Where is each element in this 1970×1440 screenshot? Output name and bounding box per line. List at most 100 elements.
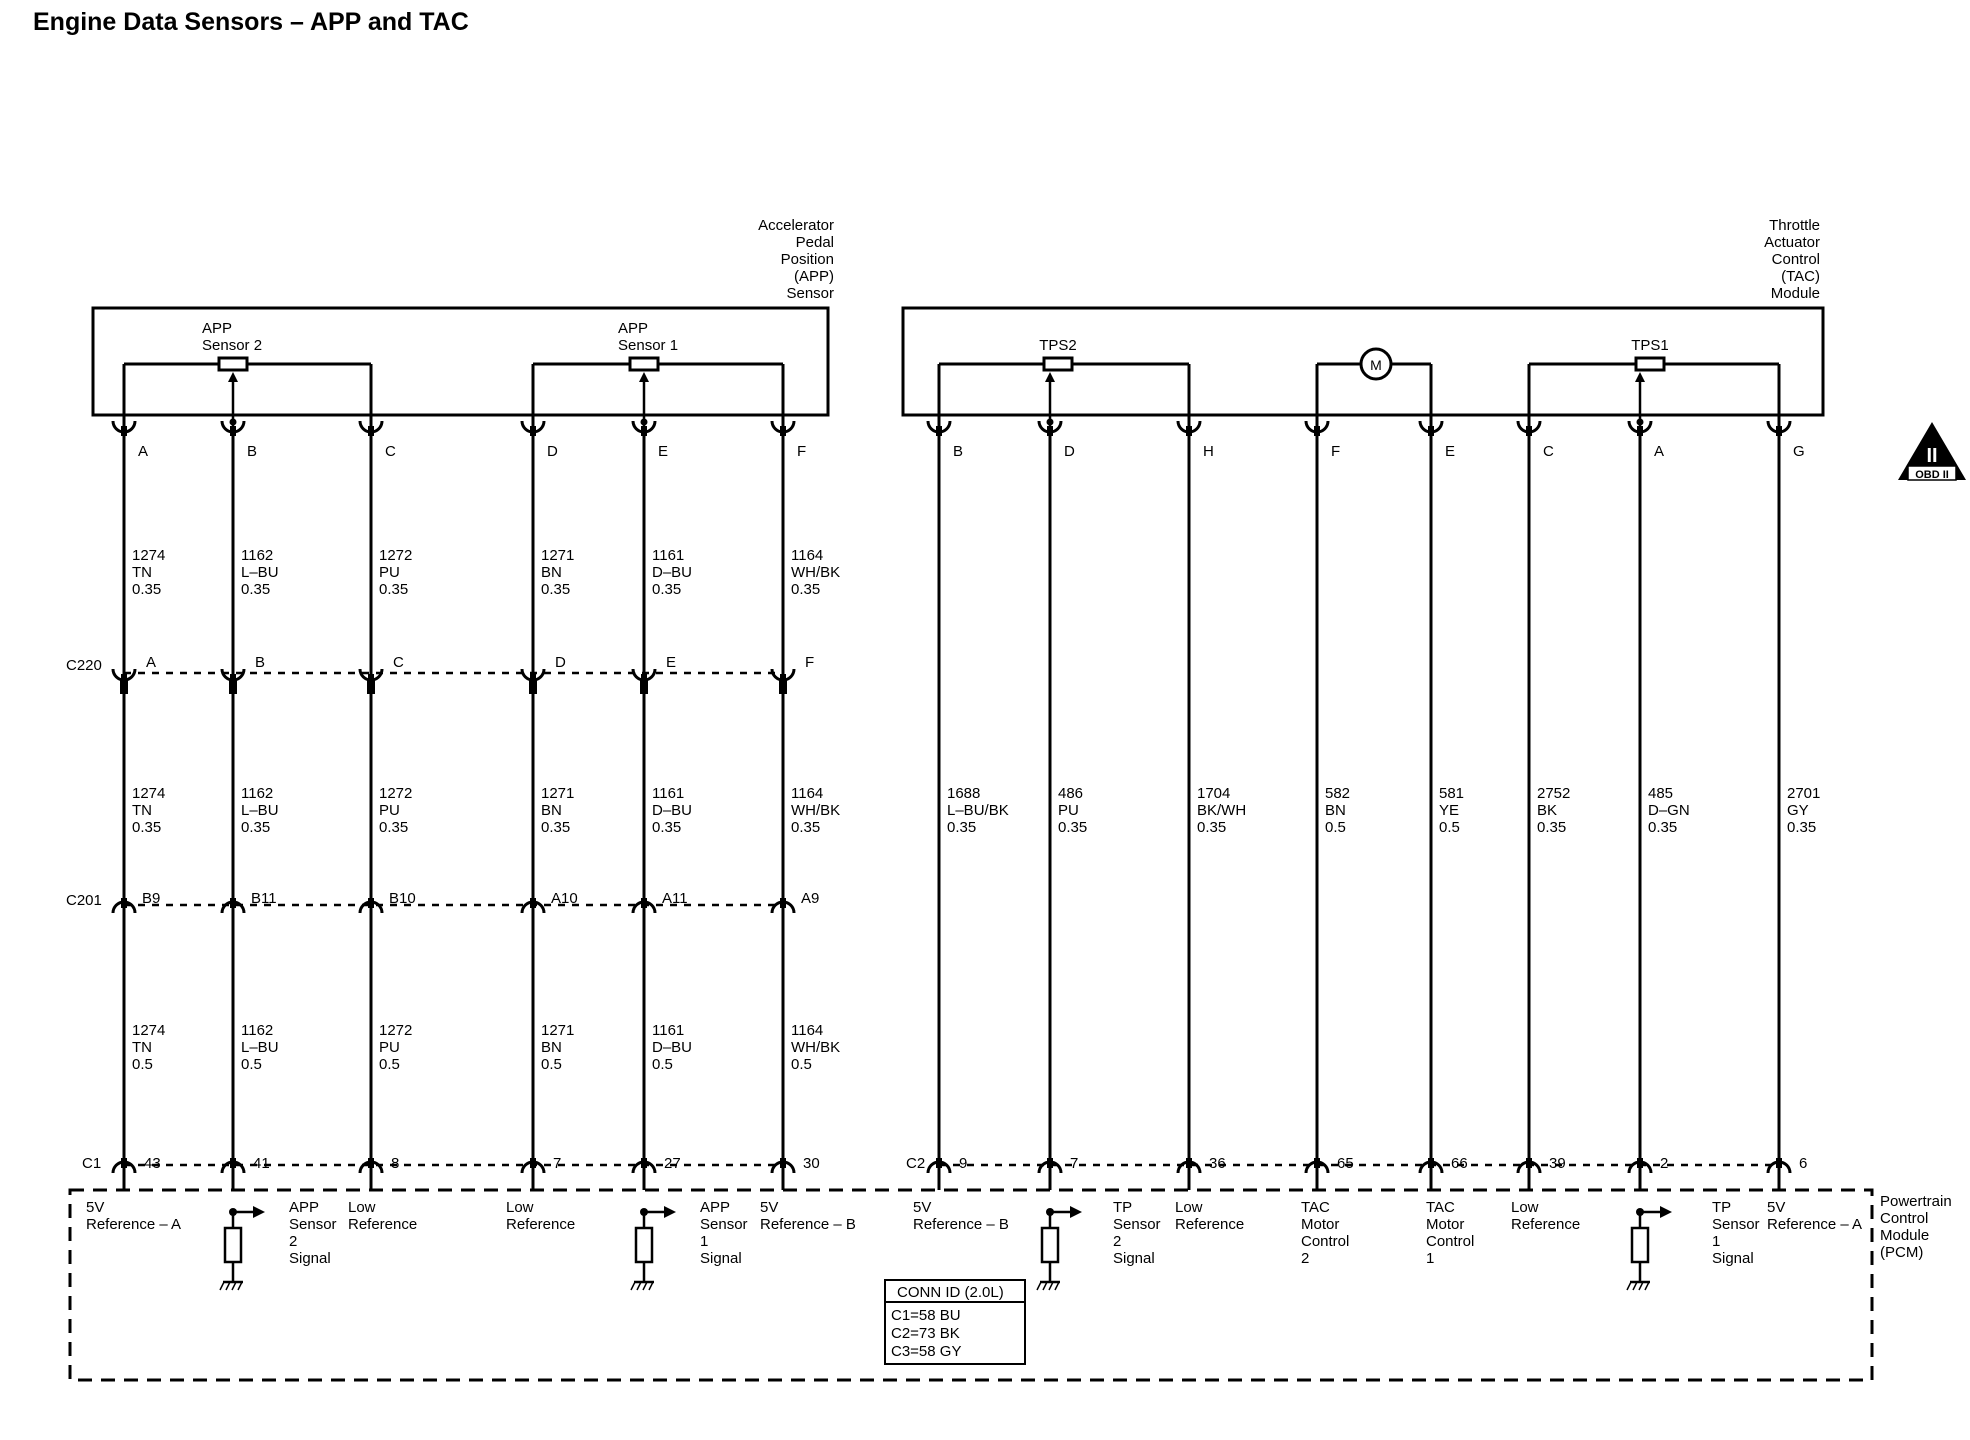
pcm-label-line: Module [1880,1227,1929,1244]
c201-pin [530,898,536,908]
pcm-label: Powertrain Control Module (PCM) [1880,1193,1952,1261]
pcm-signal-label: Signal [289,1250,331,1267]
c220-pin [367,680,375,694]
app-sensor-1-signal-circuit [634,1226,654,1264]
app-module-label-line: Pedal [796,234,834,251]
wire-label-upper: PU [379,564,400,581]
connector-c220-label: C220 [66,657,102,674]
c220-pin-label: A [146,654,156,671]
wire-label-mid: 0.35 [241,819,270,836]
tps1-element [1634,356,1666,372]
app-pin-label: B [247,443,257,460]
wire-label: BK/WH [1197,802,1246,819]
connector-c2-label: C2 [906,1155,925,1172]
c201-pin [780,898,786,908]
app-pin-connector [641,426,647,436]
app-sensor-1-signal-circuit [664,1206,676,1218]
wire-label-lower: 1161 [652,1022,684,1039]
app-sensor-2-signal-circuit [223,1226,243,1264]
tp-sensor-2-signal-circuit [1070,1206,1082,1218]
c220-pin-label: F [805,654,814,671]
wire-label-upper: 1164 [791,547,823,564]
pcm-signal-label: 5V [86,1199,104,1216]
c1-pin [641,1158,647,1168]
tac-module-label-line: Module [1771,285,1820,302]
pcm-signal-label: Signal [1113,1250,1155,1267]
pcm-pin-label: 9 [959,1155,967,1172]
c220-pin [641,674,647,684]
pcm-signal-label: APP [700,1199,730,1216]
app-sensor-2-label: Sensor 2 [202,337,262,354]
wire-label-upper: D–BU [652,564,692,581]
tp-sensor-2-signal-circuit [1048,1281,1054,1291]
wire-label-lower: 0.5 [791,1056,812,1073]
wire-label-upper: 1162 [241,547,273,564]
tac-module-label-line: (TAC) [1781,268,1820,285]
pcm-signal-label: TP [1712,1199,1731,1216]
pcm-pin-label: 65 [1337,1155,1354,1172]
wire-label-upper: 0.35 [132,581,161,598]
pcm-pin-label: 27 [664,1155,681,1172]
app-pin-label: A [138,443,148,460]
conn-id-box [884,1279,1026,1365]
app-pin-connector [530,426,536,436]
pcm-signal-label: APP [289,1199,319,1216]
c220-pin [640,680,648,694]
pcm-pin-label: 8 [391,1155,399,1172]
app-module-label-line: (APP) [794,268,834,285]
wire-label: 1704 [1197,785,1230,802]
tac-pin-label: A [1654,443,1664,460]
wire-label-mid: 1164 [791,785,823,802]
wire-label: PU [1058,802,1079,819]
page-title: Engine Data Sensors – APP and TAC [33,8,469,36]
tp-sensor-2-signal-circuit [1042,1281,1048,1291]
tac-pin-label: G [1793,443,1805,460]
wire-label-lower: L–BU [241,1039,279,1056]
tac-module-label: Throttle Actuator Control (TAC) Module [1764,217,1820,302]
wire-label-upper: L–BU [241,564,279,581]
c220-pin [529,680,537,694]
wire-label: 581 [1439,785,1464,802]
app-sensor-module [91,306,830,417]
pcm-pin-label: 30 [803,1155,820,1172]
pcm-signal-label: 5V [913,1199,931,1216]
c2-pin [936,1158,942,1168]
app-sensor-2-element [228,372,238,382]
wire-label-mid: 0.35 [132,819,161,836]
pcm-pin-label: 36 [1209,1155,1226,1172]
c201-pin-label: B11 [251,890,277,907]
c220-pin [780,674,786,684]
c201-pin [368,898,374,908]
wire-label-lower: TN [132,1039,152,1056]
wire-label-upper: 0.35 [379,581,408,598]
pcm-pin-label: 43 [144,1155,161,1172]
tac-pin-connector [1314,426,1320,436]
app-pin-label: C [385,443,396,460]
c2-pin [1637,1158,1643,1168]
tac-pin-connector [1637,426,1643,436]
wire-label-upper: TN [132,564,152,581]
wire-label-mid: 0.35 [791,819,820,836]
app-sensor-1-signal-circuit [630,1281,636,1291]
pcm-signal-label: Reference [1511,1216,1580,1233]
c220-pin [120,680,128,694]
c1-pin [368,1158,374,1168]
pcm-signal-label: Low [506,1199,534,1216]
tps1-element [1636,418,1644,426]
pcm-signal-label: Signal [700,1250,742,1267]
c201-pin-label: A11 [662,890,688,907]
pcm-label-line: Control [1880,1210,1928,1227]
c2-pin [1314,1158,1320,1168]
app-sensor-1-signal-circuit [636,1281,642,1291]
wire-label-mid: L–BU [241,802,279,819]
tp-sensor-1-signal-circuit [1660,1206,1672,1218]
c201-pin [121,898,127,908]
wire-label: 2701 [1787,785,1820,802]
c201-pin [230,898,236,908]
wire-label: 2752 [1537,785,1570,802]
tps2-element [1045,372,1055,382]
wire-label-mid: PU [379,802,400,819]
wire-label: 0.35 [1648,819,1677,836]
tac-module-label-line: Throttle [1769,217,1820,234]
tac-pin-connector [936,426,942,436]
